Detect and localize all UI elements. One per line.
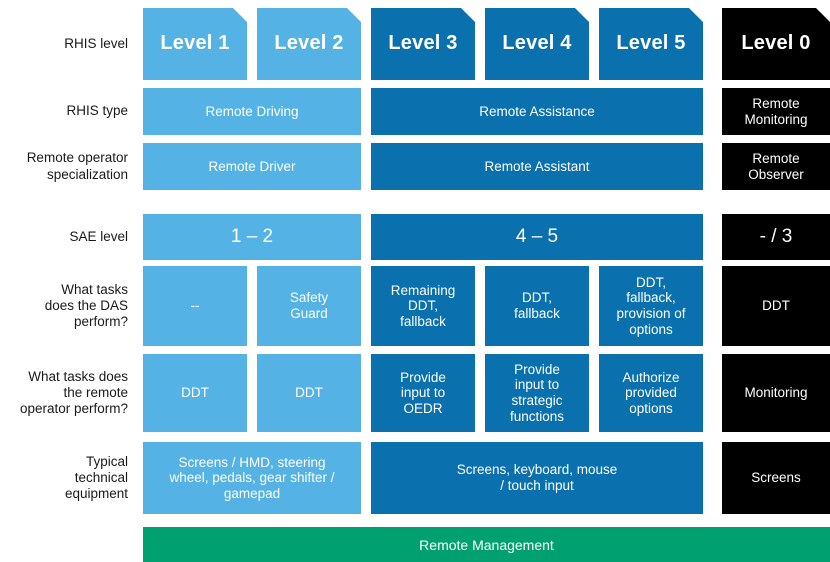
row-label-rhis-level: RHIS level	[64, 35, 128, 51]
header-level-2[interactable]: Level 2	[257, 8, 361, 80]
footer-remote-management-bar: Remote Management	[143, 527, 830, 562]
cell-equipment-monitoring: Screens	[722, 442, 830, 514]
cell-sae-level-monitoring: - / 3	[722, 214, 830, 260]
cell-operator-tasks-level-5: Authorize provided options	[599, 354, 703, 432]
row-label-operator-tasks: What tasks does the remote operator perf…	[19, 368, 128, 417]
row-label-sae-level: SAE level	[69, 228, 128, 244]
cell-das-tasks-level-5: DDT, fallback, provision of options	[599, 266, 703, 346]
cell-operator-tasks-level-3: Provide input to OEDR	[371, 354, 475, 432]
row-label-typical-technical-equipment: Typical technical equipment	[64, 453, 128, 502]
cell-operator-tasks-level-4: Provide input to strategic functions	[485, 354, 589, 432]
cell-equipment-assistance: Screens, keyboard, mouse / touch input	[371, 442, 703, 514]
header-level-4[interactable]: Level 4	[485, 8, 589, 80]
cell-operator-tasks-level-2: DDT	[257, 354, 361, 432]
row-label-rhis-type: RHIS type	[66, 103, 128, 119]
cell-sae-level-assistance: 4 – 5	[371, 214, 703, 260]
row-label-remote-operator-specialization: Remote operator specialization	[26, 150, 128, 182]
cell-das-tasks-level-4: DDT, fallback	[485, 266, 589, 346]
cell-das-tasks-level-1: --	[143, 266, 247, 346]
cell-rhis-type-remote-monitoring: Remote Monitoring	[722, 88, 830, 135]
cell-specialization-remote-driver: Remote Driver	[143, 143, 361, 190]
row-label-das-tasks: What tasks does the DAS perform?	[44, 281, 128, 330]
cell-specialization-remote-assistant: Remote Assistant	[371, 143, 703, 190]
cell-das-tasks-level-0: DDT	[722, 266, 830, 346]
header-level-1[interactable]: Level 1	[143, 8, 247, 80]
header-level-5[interactable]: Level 5	[599, 8, 703, 80]
cell-equipment-driving: Screens / HMD, steering wheel, pedals, g…	[143, 442, 361, 514]
cell-das-tasks-level-3: Remaining DDT, fallback	[371, 266, 475, 346]
header-level-3[interactable]: Level 3	[371, 8, 475, 80]
cell-rhis-type-remote-assistance: Remote Assistance	[371, 88, 703, 135]
cell-sae-level-driving: 1 – 2	[143, 214, 361, 260]
cell-das-tasks-level-2: Safety Guard	[257, 266, 361, 346]
cell-rhis-type-remote-driving: Remote Driving	[143, 88, 361, 135]
cell-operator-tasks-level-0: Monitoring	[722, 354, 830, 432]
header-level-0[interactable]: Level 0	[722, 8, 830, 80]
cell-specialization-remote-observer: Remote Observer	[722, 143, 830, 190]
cell-operator-tasks-level-1: DDT	[143, 354, 247, 432]
